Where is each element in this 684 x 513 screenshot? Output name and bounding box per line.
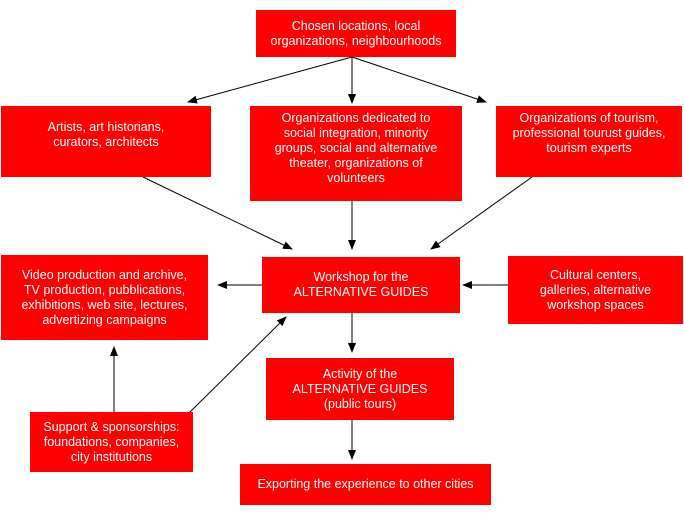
arrow-artists-to-workshop xyxy=(142,176,293,250)
cultural-centers-box: Cultural centers, galleries, alternative… xyxy=(508,256,683,324)
support-box: Support & sponsorships: foundations, com… xyxy=(30,412,193,472)
arrow-support-to-workshop xyxy=(189,316,287,413)
tourism-orgs-box: Organizations of tourism, professional t… xyxy=(496,106,682,177)
workshop-box: Workshop for the ALTERNATIVE GUIDES xyxy=(262,257,460,313)
arrow-locations-to-tourism-orgs xyxy=(351,56,487,103)
social-orgs-box: Organizations dedicated to social integr… xyxy=(250,106,462,201)
activity-box: Activity of the ALTERNATIVE GUIDES (publ… xyxy=(266,358,454,420)
exporting-box: Exporting the experience to other cities xyxy=(240,464,491,505)
video-production-box: Video production and archive, TV product… xyxy=(1,255,208,340)
arrow-tourism-orgs-to-workshop xyxy=(430,176,533,250)
artists-box: Artists, art historians, curators, archi… xyxy=(1,106,211,177)
chosen-locations-box: Chosen locations, local organizations, n… xyxy=(256,10,456,57)
arrow-locations-to-artists xyxy=(187,56,353,104)
